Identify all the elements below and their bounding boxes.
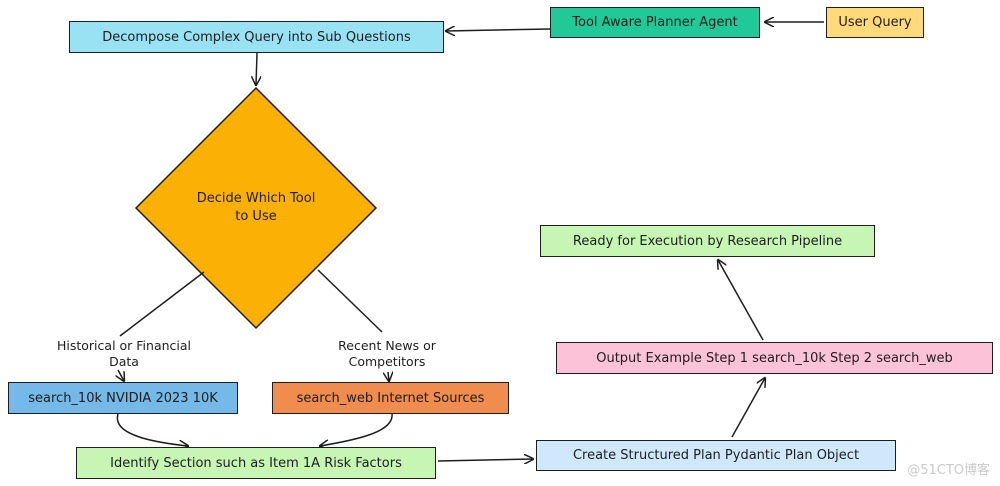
decompose-query-node: Decompose Complex Query into Sub Questio… — [69, 21, 444, 53]
edge-decide-to-search-10k — [119, 271, 205, 337]
edge-plan-to-output — [731, 378, 765, 438]
decide-tool-diamond — [134, 86, 378, 330]
structured-plan-node: Create Structured Plan Pydantic Plan Obj… — [536, 440, 896, 471]
user-query-node: User Query — [826, 7, 924, 38]
edge-identify-to-plan — [437, 459, 533, 461]
edge-decide-to-search-web — [317, 269, 383, 333]
edge-search-web-to-identify — [320, 413, 393, 446]
ready-execution-node: Ready for Execution by Research Pipeline — [540, 225, 875, 257]
decide-tool-label: Decide Which Tool to Use — [196, 191, 316, 224]
search-web-node: search_web Internet Sources — [272, 382, 509, 414]
edge-decide-to-search-web-tail — [388, 372, 389, 381]
planner-agent-node: Tool Aware Planner Agent — [550, 7, 760, 38]
edge-decide-to-search-10k-tail — [118, 369, 124, 381]
edge-search-10k-to-identify — [116, 413, 188, 446]
search-10k-node: search_10k NVIDIA 2023 10K — [8, 382, 238, 414]
identify-section-node: Identify Section such as Item 1A Risk Fa… — [76, 447, 436, 479]
watermark: @51CTO博客 — [907, 463, 990, 478]
edge-output-to-ready — [718, 260, 764, 341]
output-example-node: Output Example Step 1 search_10k Step 2 … — [556, 342, 993, 374]
edge-label-historical: Historical or Financial Data — [56, 338, 192, 369]
edge-decompose-to-decide — [256, 52, 257, 85]
edge-planner-to-decompose — [446, 29, 551, 31]
edge-label-recent-news: Recent News or Competitors — [338, 338, 436, 369]
